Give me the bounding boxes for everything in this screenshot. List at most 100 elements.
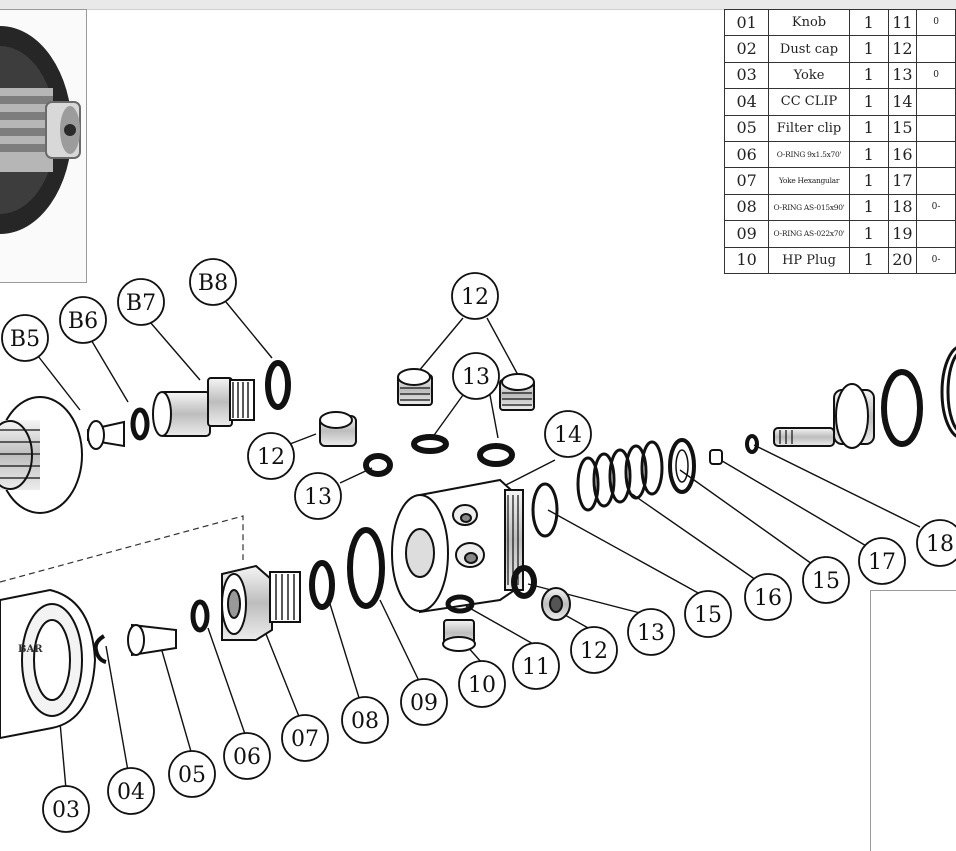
part-number-right: 16 <box>887 140 918 169</box>
top-bar <box>0 0 956 10</box>
part-12-plug-upper-right <box>499 373 535 411</box>
callout-14: 14 <box>544 410 592 458</box>
callout-15-right: 15 <box>802 556 850 604</box>
callout-group: B5 B6 B7 B8 12 13 12 13 14 15 16 15 17 1… <box>1 258 956 833</box>
callout-12-left: 12 <box>247 432 295 480</box>
callout-07: 07 <box>281 714 329 762</box>
yoke-imprint: BAR <box>18 644 43 655</box>
part-name-right: 0 <box>916 8 956 37</box>
part-name-right: 0- <box>916 193 956 222</box>
svg-text:04: 04 <box>117 780 145 805</box>
callout-18: 18 <box>916 519 956 567</box>
part-quantity: 1 <box>848 61 889 90</box>
part-number-right: 20 <box>887 246 918 274</box>
part-number: 04 <box>723 88 770 116</box>
callout-11: 11 <box>512 642 560 690</box>
part-name: CC CLIP <box>768 88 850 116</box>
part-09-oring-large <box>347 527 385 609</box>
callout-b6: B6 <box>59 296 107 344</box>
part-quantity: 1 <box>848 167 889 195</box>
callout-03: 03 <box>42 785 90 833</box>
part-name-right <box>916 167 956 195</box>
part-13-oring-lower <box>511 565 537 599</box>
svg-text:B8: B8 <box>198 271 228 296</box>
callout-12-top: 12 <box>451 272 499 320</box>
part-name: O-RING 9x1.5x70' <box>768 140 850 169</box>
part-name: Filter clip <box>768 114 850 142</box>
part-03-yoke <box>0 588 97 740</box>
svg-text:B5: B5 <box>10 327 40 352</box>
part-quantity: 1 <box>848 88 889 116</box>
callout-b8: B8 <box>189 258 237 306</box>
part-name-right: 0- <box>916 246 956 274</box>
b8-oring <box>265 360 291 410</box>
svg-text:03: 03 <box>52 798 80 823</box>
part-number: 10 <box>723 246 770 274</box>
svg-text:09: 09 <box>410 691 438 716</box>
callout-09: 09 <box>400 678 448 726</box>
part-04-clip <box>93 634 107 664</box>
part-12-plug-left <box>319 411 357 447</box>
svg-text:B6: B6 <box>68 309 98 334</box>
callout-05: 05 <box>168 750 216 798</box>
part-17-oring <box>745 434 759 454</box>
part-number: 05 <box>723 114 770 142</box>
svg-text:B7: B7 <box>126 291 156 316</box>
callout-13-bottom: 13 <box>627 608 675 656</box>
svg-text:15: 15 <box>812 569 840 594</box>
part-quantity: 1 <box>848 246 889 274</box>
part-05-filter-cone <box>127 623 177 657</box>
part-name: HP Plug <box>768 246 850 274</box>
svg-text:12: 12 <box>257 445 285 470</box>
dashed-guide-lines <box>0 515 244 583</box>
svg-text:15: 15 <box>694 603 722 628</box>
svg-text:18: 18 <box>926 532 954 557</box>
part-16-spring <box>576 440 664 512</box>
b6-small-oring <box>130 407 150 441</box>
part-quantity: 1 <box>848 140 889 169</box>
part-10-hp-plug <box>442 619 476 652</box>
part-name: Dust cap <box>768 35 850 63</box>
part-name-right: 0 <box>916 61 956 90</box>
svg-text:12: 12 <box>461 285 489 310</box>
svg-text:13: 13 <box>637 621 665 646</box>
svg-text:07: 07 <box>291 727 319 752</box>
part-name: O-RING AS-015x90' <box>768 193 850 222</box>
svg-text:08: 08 <box>351 709 379 734</box>
svg-text:06: 06 <box>233 745 261 770</box>
callout-15-left: 15 <box>684 590 732 638</box>
part-number: 06 <box>723 140 770 169</box>
part-number: 02 <box>723 35 770 63</box>
part-07-yoke-hexangular <box>221 564 301 641</box>
part-18-piston <box>773 383 875 449</box>
part-number-right: 13 <box>887 61 918 90</box>
svg-text:13: 13 <box>304 485 332 510</box>
callout-b7: B7 <box>117 278 165 326</box>
part-quantity: 1 <box>848 220 889 248</box>
b7-fitting <box>152 377 255 437</box>
product-photo <box>0 9 87 283</box>
callout-04: 04 <box>107 767 155 815</box>
part-number-right: 19 <box>887 220 918 248</box>
svg-text:14: 14 <box>554 423 582 448</box>
callout-13-top: 13 <box>452 352 500 400</box>
part-quantity: 1 <box>848 35 889 63</box>
callout-06: 06 <box>223 732 271 780</box>
part-06-oring <box>190 599 210 633</box>
part-number-right: 12 <box>887 35 918 63</box>
callout-b5: B5 <box>1 314 49 362</box>
part-number: 01 <box>723 8 770 37</box>
part-number-right: 18 <box>887 193 918 222</box>
part-quantity: 1 <box>848 114 889 142</box>
callout-12-bottom: 12 <box>570 626 618 674</box>
part-13-orings-center <box>363 434 515 477</box>
part-17-small-ring <box>709 449 723 465</box>
